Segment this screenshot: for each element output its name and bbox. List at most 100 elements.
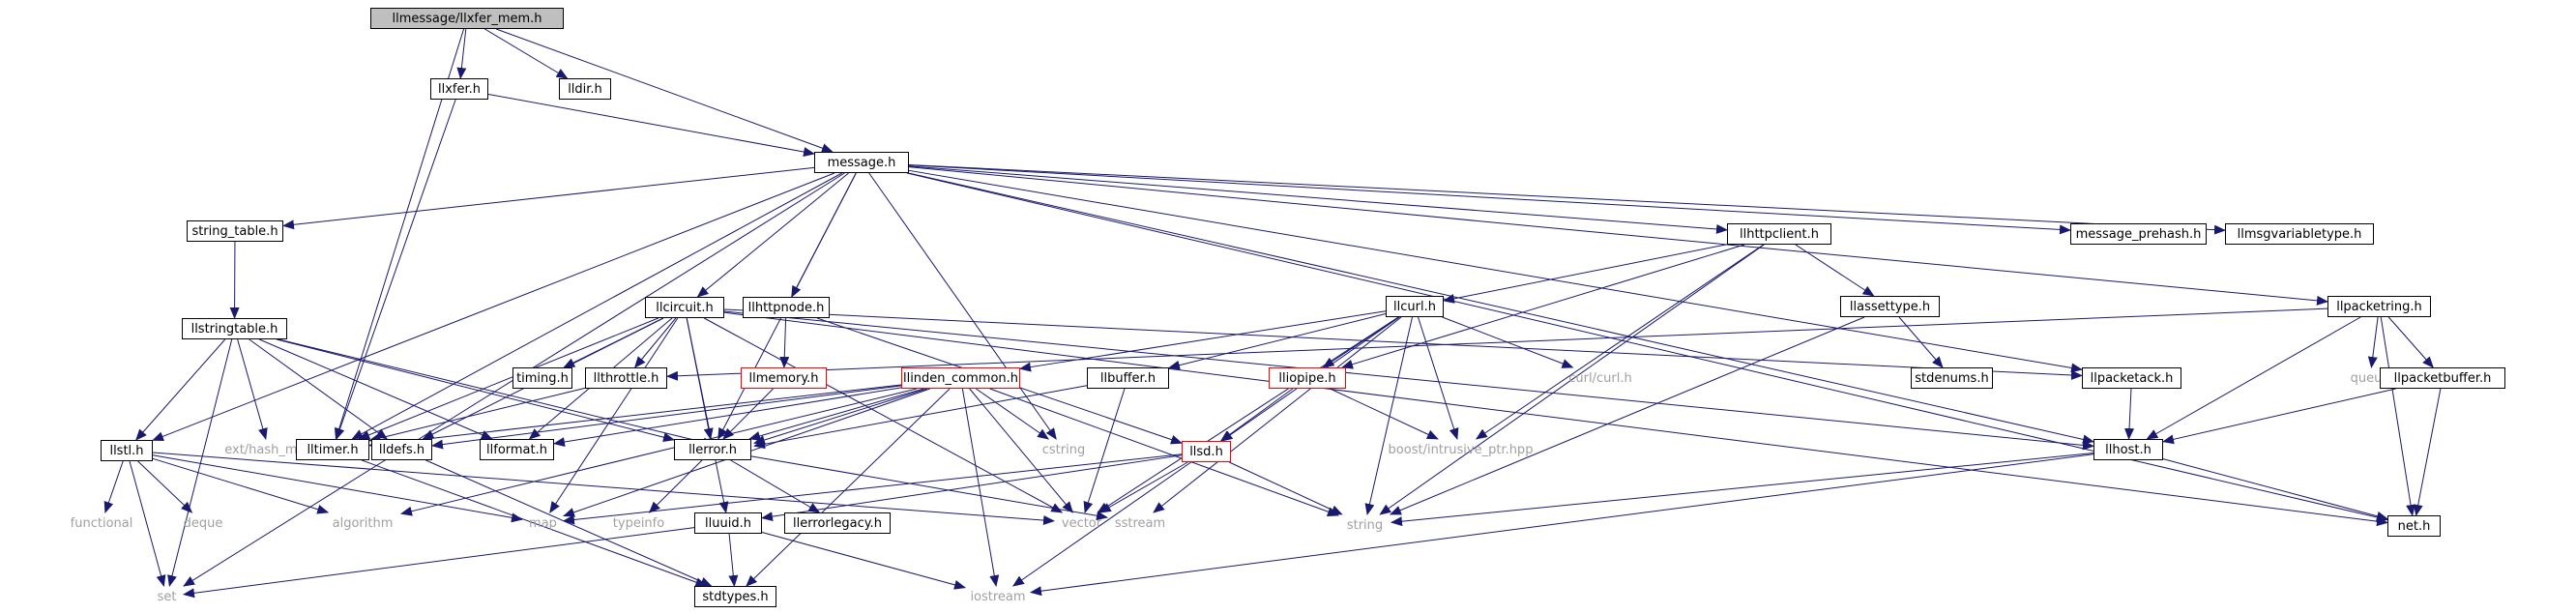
edge-llstringtable-to-llstl (135, 338, 226, 441)
edge-llcurl-to-boost (1418, 316, 1459, 440)
edge-llhttpclient-to-llassettype (1795, 244, 1875, 297)
edge-llsd-to-vector (1098, 461, 1188, 513)
node-message[interactable]: message.h (814, 152, 909, 173)
edge-llassettype-to-string (1390, 316, 1865, 515)
node-lluuid[interactable]: lluuid.h (694, 512, 762, 534)
node-cstring: cstring (1041, 442, 1086, 457)
node-lldir[interactable]: lldir.h (559, 78, 611, 100)
node-llcurl[interactable]: llcurl.h (1386, 296, 1444, 317)
edge-llhost-to-net (2162, 458, 2388, 521)
edge-llindra-to-llformat (553, 387, 902, 447)
edge-llsd-to-lluuid (761, 454, 1183, 522)
edge-llcurl-to-sstream (1153, 316, 1402, 513)
edge-llsd-to-iostream (1011, 461, 1191, 587)
node-llstringtable[interactable]: llstringtable.h (182, 318, 287, 339)
node-string-table[interactable]: string_table.h (187, 220, 283, 242)
node-llbuffer[interactable]: llbuffer.h (1087, 367, 1169, 389)
node-functional: functional (70, 515, 133, 531)
edge-llhttpnode-to-llmemory (779, 317, 790, 368)
edge-llstl-to-set (129, 460, 166, 587)
edge-llpacketring-to-queue (2367, 316, 2379, 368)
node-llerror[interactable]: llerror.h (674, 439, 751, 460)
edge-llbuffer-to-vector (1083, 388, 1126, 513)
node-net[interactable]: net.h (2387, 515, 2441, 537)
edge-llpacketring-to-llpacketbuffer (2387, 316, 2434, 368)
node-llxfer[interactable]: llxfer.h (430, 78, 488, 100)
edge-llindra-to-iostream (961, 388, 1000, 587)
edge-llcurl-to-string (1364, 316, 1413, 515)
edge-llcurl-to-vector (1097, 316, 1399, 513)
node-llstl[interactable]: llstl.h (101, 440, 153, 461)
node-algorithm: algorithm (332, 515, 394, 531)
edge-lltimer-to-stdtypes (361, 459, 708, 587)
edge-llindra-to-vector (969, 388, 1073, 513)
edge-lluuid-to-iostream (761, 532, 966, 590)
edge-message-to-llmsgvariabletype (908, 163, 2226, 235)
node-llmemory[interactable]: llmemory.h (741, 367, 827, 389)
edge-llmemory-to-llerror (722, 388, 774, 440)
edge-llpacketring-to-llhost (2146, 316, 2361, 440)
node-llindra[interactable]: llinden_common.h (901, 367, 1020, 389)
node-stdtypes[interactable]: stdtypes.h (694, 586, 776, 607)
edge-lliopipe-to-llsd (1219, 388, 1294, 442)
node-llformat[interactable]: llformat.h (480, 439, 554, 460)
edge-llcircuit-to-lluuid (686, 317, 729, 513)
node-llcircuit[interactable]: llcircuit.h (645, 297, 724, 318)
node-llpacketack[interactable]: llpacketack.h (2082, 367, 2181, 389)
node-llassettype[interactable]: llassettype.h (1840, 296, 1940, 317)
edge-llcircuit-to-vector (704, 317, 1064, 513)
edge-llcircuit-to-lltimer (358, 317, 659, 440)
edge-llpacketbuffer-to-llhost (2162, 388, 2396, 445)
edge-llcircuit-to-map (549, 317, 679, 513)
edge-llpacketring-to-net (2380, 316, 2415, 516)
edge-llstringtable-to-list (278, 338, 715, 448)
edge-layer (103, 28, 2442, 599)
node-llmsgvariabletype[interactable]: llmsgvariabletype.h (2225, 223, 2374, 245)
edge-llstl-to-algorithm (152, 457, 330, 514)
edge-llxfer-to-message (487, 93, 815, 157)
edge-llstringtable-to-llformat (258, 338, 493, 440)
node-iostream: iostream (970, 589, 1026, 604)
edge-llstl-to-map (152, 454, 523, 523)
edge-llindra-to-llerror (748, 388, 924, 441)
edge-llpacketbuffer-to-net (2413, 388, 2442, 516)
node-message-prehash[interactable]: message_prehash.h (2070, 223, 2207, 245)
edge-llstl-to-deque (137, 460, 193, 513)
node-ext-hash-map: ext/hash_map (224, 442, 313, 457)
edge-llerror-to-typeinfo (648, 459, 703, 513)
edge-llhost-to-iostream (1030, 453, 2094, 597)
node-llthrottle[interactable]: llthrottle.h (585, 367, 667, 389)
edge-root-to-lldir (484, 28, 569, 79)
edge-llpacketack-to-llhost (2124, 388, 2135, 440)
node-stdenums[interactable]: stdenums.h (1911, 367, 1993, 389)
edge-message-to-llpacketring (908, 166, 2328, 306)
edge-llstringtable-to-lldefs (249, 338, 389, 440)
edge-llhttpclient-to-string (1379, 244, 1765, 515)
node-llhttpclient[interactable]: llhttpclient.h (1727, 223, 1831, 245)
node-llpacketbuffer[interactable]: llpacketbuffer.h (2380, 367, 2505, 389)
edge-llhost-to-string (1390, 453, 2094, 527)
edge-lliopipe-to-boost (1330, 388, 1439, 440)
edge-message-to-net (906, 172, 2388, 522)
edge-message-to-llhost (908, 172, 2094, 445)
edge-llbuffer-to-list (753, 385, 1088, 450)
node-llpacketring[interactable]: llpacketring.h (2327, 296, 2431, 317)
node-lltimer[interactable]: lltimer.h (296, 439, 369, 460)
edge-lluuid-to-set (183, 527, 695, 599)
node-lliopipe[interactable]: lliopipe.h (1269, 367, 1346, 389)
node-sstream: sstream (1114, 515, 1166, 531)
edge-llindra-to-cstring (976, 388, 1049, 440)
node-llhttpnode[interactable]: llhttpnode.h (743, 297, 830, 318)
node-string: string (1346, 517, 1384, 533)
node-timing[interactable]: timing.h (512, 367, 572, 389)
edge-lluuid-to-stdtypes (728, 533, 739, 587)
edge-llsd-to-map (563, 453, 1183, 525)
node-lldefs[interactable]: lldefs.h (371, 439, 432, 460)
node-llerrorlegacy[interactable]: llerrorlegacy.h (784, 512, 891, 534)
edge-root-to-llxfer (456, 28, 467, 79)
edge-llcircuit-to-llpacketack (723, 308, 2083, 380)
node-llhost[interactable]: llhost.h (2093, 439, 2163, 460)
node-llsd[interactable]: llsd.h (1182, 441, 1231, 462)
edge-llcircuit-to-net (723, 311, 2388, 527)
